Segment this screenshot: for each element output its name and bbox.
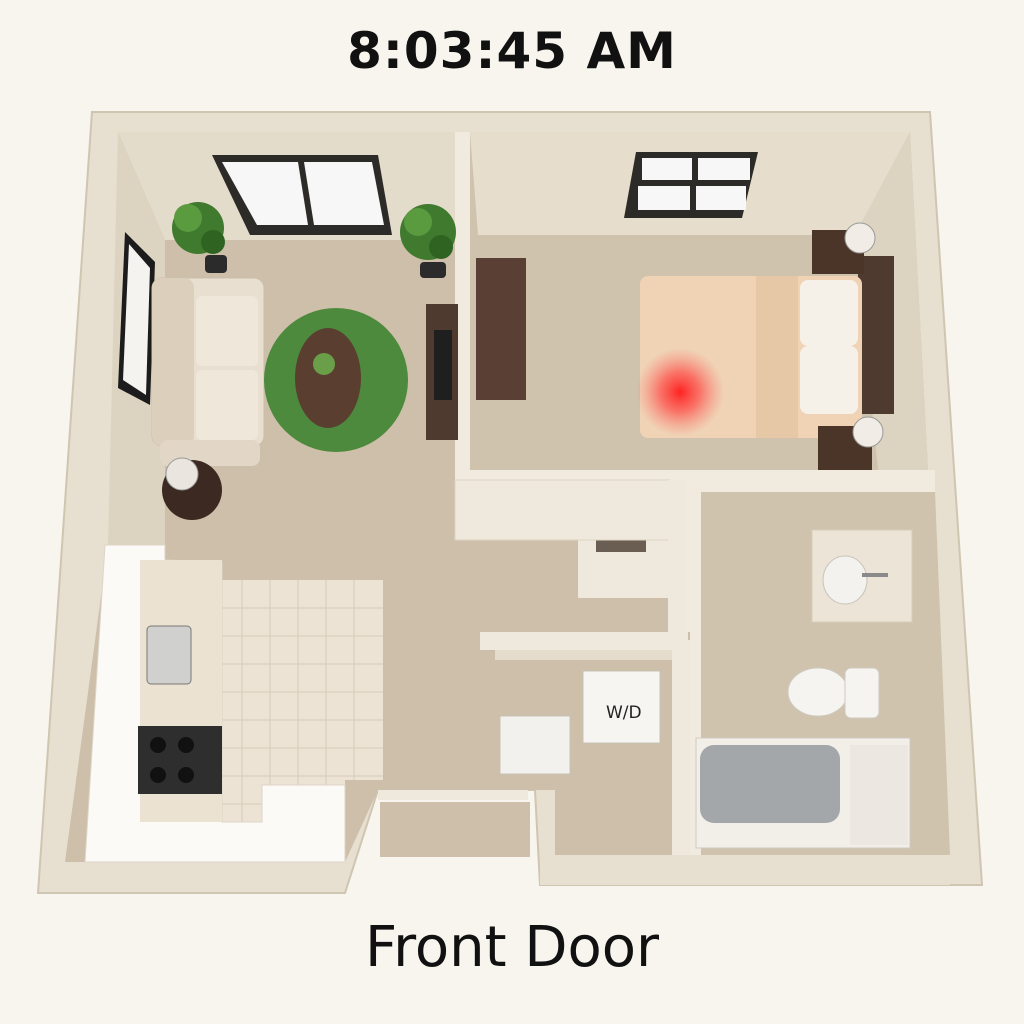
occupancy-indicator	[636, 348, 724, 436]
sink-icon	[822, 555, 868, 605]
toilet-icon	[787, 667, 880, 719]
bathroom	[685, 492, 950, 857]
front-door-label: Front Door	[364, 915, 660, 980]
kitchen-sink-icon	[146, 625, 192, 685]
bathtub-icon	[695, 737, 911, 849]
laundry-closet: W/D	[480, 632, 690, 855]
kitchen	[84, 544, 383, 863]
lamp-icon	[162, 457, 222, 520]
tv-stand	[426, 304, 458, 440]
clock-display: 8:03:45 AM	[347, 22, 677, 80]
bed	[636, 256, 894, 438]
kitchen-tile-floor	[210, 580, 383, 830]
plant-icon	[400, 204, 456, 278]
dresser	[476, 258, 526, 400]
wall-art	[118, 232, 155, 405]
coffee-table	[295, 328, 361, 428]
washer	[499, 715, 571, 775]
living-room-window	[212, 155, 392, 235]
plant-icon	[172, 202, 227, 273]
wd-label: W/D	[606, 703, 642, 723]
bedroom-window	[624, 152, 758, 218]
sofa	[151, 277, 265, 466]
dryer	[582, 670, 661, 744]
nightstand	[818, 416, 884, 470]
nightstand	[812, 222, 876, 274]
stove-icon	[138, 726, 222, 794]
entry-hall	[378, 790, 530, 857]
